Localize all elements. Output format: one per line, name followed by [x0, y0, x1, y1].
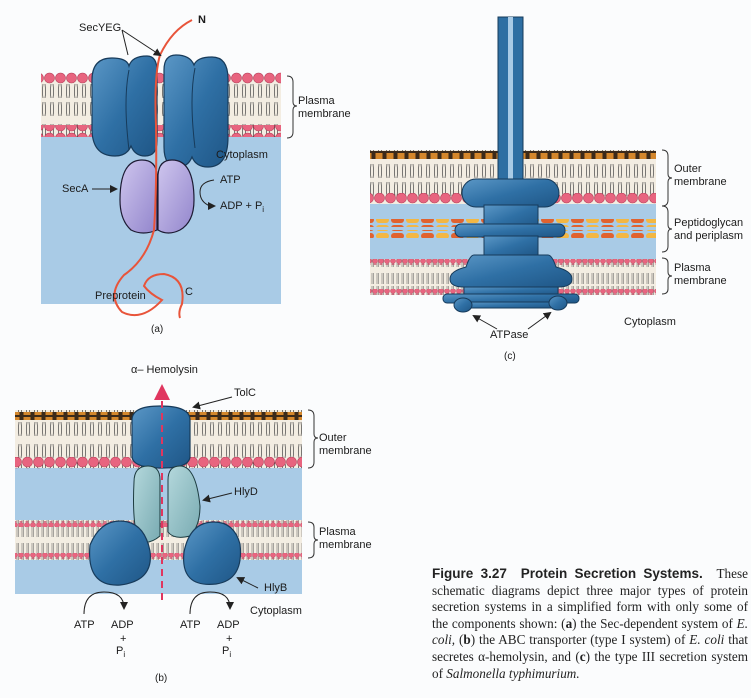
outer-membrane-bracket-c: [661, 149, 673, 207]
figure-caption: Figure 3.27 Protein Secretion Systems. T…: [432, 566, 748, 681]
panel-a: [41, 19, 298, 319]
atpase-right: [548, 295, 568, 311]
preprotein-label: Preprotein: [95, 290, 146, 302]
outer-membrane-label-c2: membrane: [674, 176, 727, 188]
plasma-membrane-label-b: Plasma: [319, 526, 356, 538]
tolc-pointer: [192, 396, 233, 410]
plasma-membrane-label-c2: membrane: [674, 275, 727, 287]
atp-label-b-left: ATP: [74, 619, 95, 631]
panel-label-a: (a): [151, 324, 164, 335]
secyeg-channel: [91, 54, 229, 168]
atp-label-b-right: ATP: [180, 619, 201, 631]
plasma-membrane-bracket: [286, 75, 298, 139]
hlyd-pointer: [202, 492, 233, 503]
outer-membrane-label-b: Outer: [319, 432, 347, 444]
hemolysin-label: α– Hemolysin: [131, 364, 198, 376]
c-terminus-label: C: [185, 286, 193, 298]
seca-label: SecA: [62, 183, 89, 195]
outer-membrane-label-b2: membrane: [319, 445, 372, 457]
plasma-membrane-label-b2: membrane: [319, 539, 372, 551]
tolc-label: TolC: [234, 387, 257, 399]
hlyb-transporter: [88, 520, 242, 586]
atp-hydrolysis-arrow: [199, 179, 216, 210]
pi-label-b-right: Pi: [222, 645, 232, 660]
periplasm-label: and periplasm: [674, 230, 744, 242]
periplasm-bracket: [661, 205, 673, 253]
cytoplasm-label-c: Cytoplasm: [624, 316, 676, 328]
panel-c: [370, 16, 673, 330]
atp-arrow-left: [83, 591, 128, 615]
cytoplasm-label-a: Cytoplasm: [216, 149, 268, 161]
atp-arrow-right: [189, 591, 234, 615]
atpase-pointer-right: [527, 311, 552, 330]
pi-label-b-left: Pi: [116, 645, 126, 660]
peptidoglycan-label: Peptidoglycan: [674, 217, 744, 229]
seca-motor: [119, 159, 195, 234]
secyeg-label: SecYEG: [79, 22, 122, 34]
atp-label-a: ATP: [220, 174, 241, 186]
plasma-membrane-label-c: Plasma: [674, 262, 711, 274]
plasma-membrane: [41, 72, 281, 137]
atpase-label: ATPase: [490, 329, 529, 341]
plasma-membrane-bracket-b: [307, 521, 319, 559]
adp-label-b-left: ADP: [111, 619, 134, 631]
panel-label-c: (c): [504, 351, 516, 362]
hlyb-pointer: [236, 577, 259, 589]
atpase-pointer-left: [472, 315, 498, 330]
atpase-left: [453, 297, 473, 313]
plasma-membrane-label-a: Plasma: [298, 95, 335, 107]
outer-membrane-label-c: Outer: [674, 163, 702, 175]
plus-label-b-left: +: [120, 633, 127, 645]
panel-label-b: (b): [155, 673, 168, 684]
adp-label-a: ADP + Pi: [220, 200, 265, 215]
plus-label-b-right: +: [226, 633, 233, 645]
adp-label-b-right: ADP: [217, 619, 240, 631]
plasma-membrane-label-a2: membrane: [298, 108, 351, 120]
figure-number: Figure 3.27: [432, 566, 507, 581]
hlyd-label: HlyD: [234, 486, 258, 498]
outer-membrane-bracket-b: [307, 409, 319, 469]
plasma-membrane-bracket-c: [661, 257, 673, 295]
type-iii-needle-complex: [442, 16, 580, 313]
cytoplasm-label-b: Cytoplasm: [250, 605, 302, 617]
hlyb-label: HlyB: [264, 582, 288, 594]
secyeg-pointer: [121, 29, 160, 55]
figure-title: Protein Secretion Systems.: [520, 566, 703, 581]
n-terminus-label: N: [198, 14, 206, 26]
preprotein-chain: [113, 19, 193, 319]
panel-b: [15, 384, 319, 615]
